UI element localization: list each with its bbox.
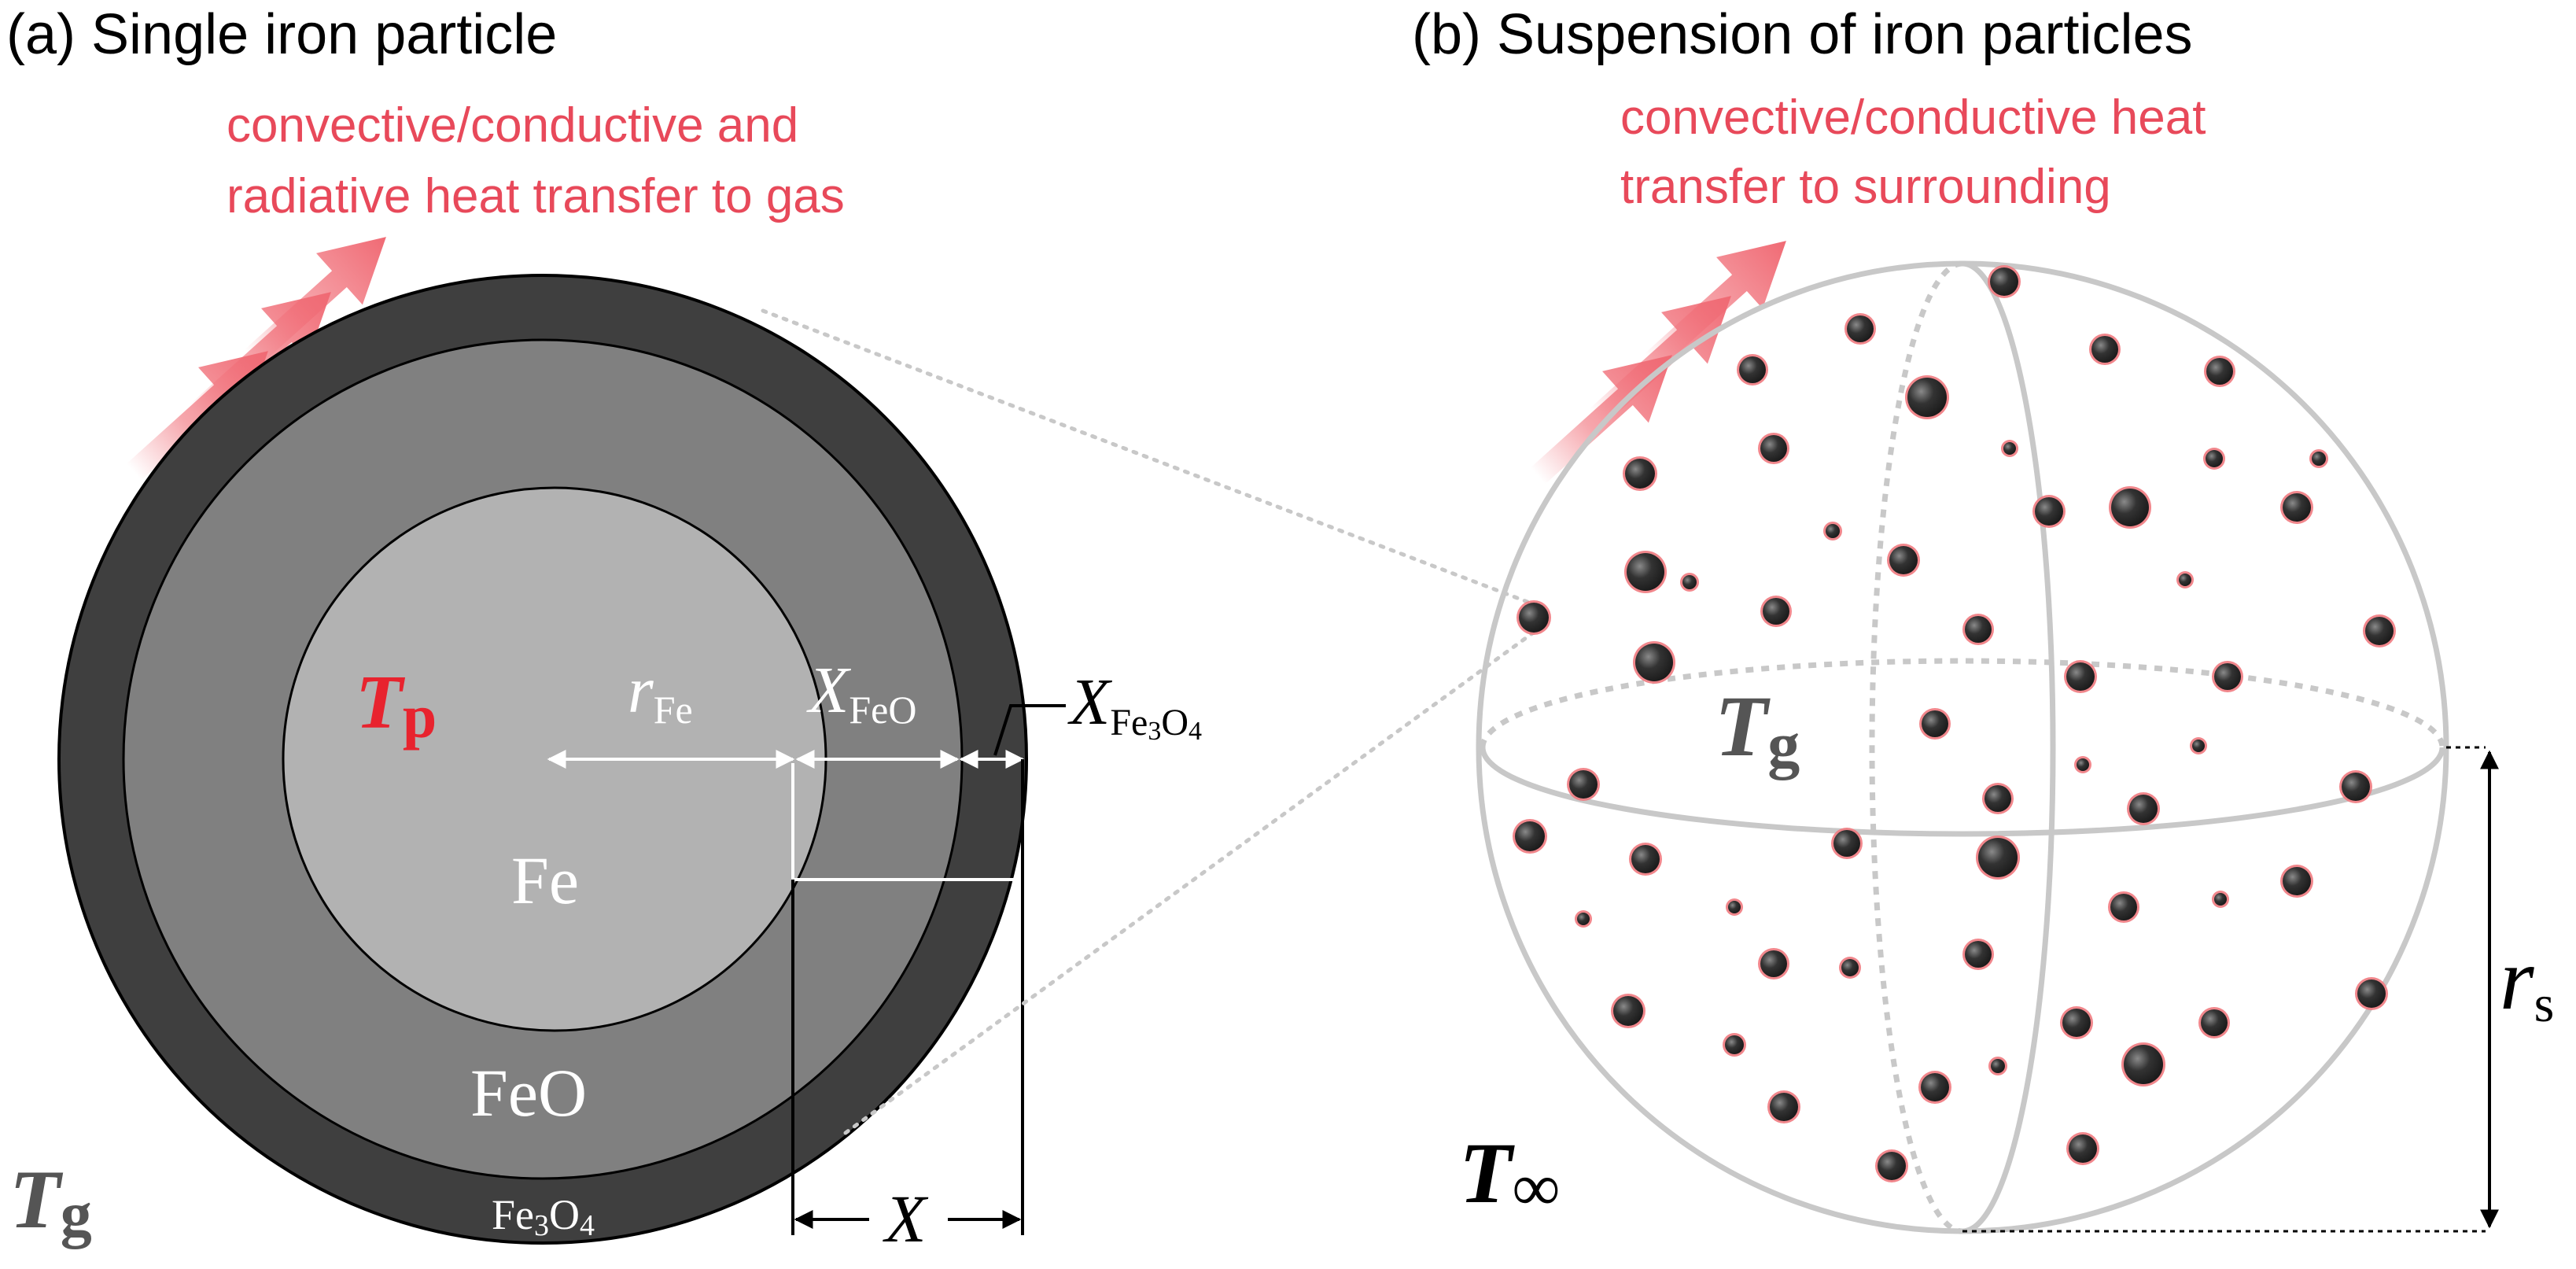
tg-label-b: Tg	[1715, 678, 1800, 780]
iron-particle-icon	[1833, 830, 1860, 857]
iron-particle-icon	[2077, 758, 2089, 771]
iron-particle-icon	[1907, 378, 1947, 417]
panel-b: (b) Suspension of iron particles convect…	[1412, 3, 2554, 1234]
x-fe3o4-leader	[993, 704, 1066, 756]
panel-b-heat-label-line2: transfer to surrounding	[1620, 160, 2111, 214]
iron-particle-icon	[1985, 785, 2011, 812]
iron-particle-icon	[2201, 1009, 2228, 1036]
iron-particle-icon	[1739, 356, 1766, 383]
iron-particle-icon	[1569, 770, 1598, 799]
iron-particle-icon	[2206, 450, 2223, 467]
feo-label: FeO	[470, 1055, 587, 1131]
particle-cloud	[1513, 265, 2396, 1182]
iron-particle-icon	[1826, 524, 1840, 538]
iron-particle-icon	[1613, 996, 1643, 1026]
iron-particle-icon	[2283, 493, 2311, 522]
iron-particle-icon	[1682, 575, 1697, 589]
iron-particle-icon	[1770, 1093, 1798, 1121]
iron-particle-icon	[2365, 617, 2394, 645]
iron-particle-icon	[1760, 950, 1787, 977]
iron-particle-icon	[2214, 663, 2241, 690]
iron-particle-icon	[1921, 1073, 1949, 1101]
fe-label: Fe	[511, 843, 579, 918]
iron-particle-icon	[1965, 941, 1992, 968]
panel-a-heat-label-line1: convective/conductive and	[227, 98, 798, 153]
iron-particle-icon	[2124, 1045, 2163, 1084]
iron-particle-icon	[1990, 267, 2018, 296]
iron-particle-icon	[2129, 795, 2158, 823]
iron-particle-icon	[2342, 773, 2370, 801]
tp-label: Tp	[356, 660, 437, 751]
t-infinity-label: T∞	[1459, 1125, 1561, 1225]
fe3o4-label: Fe3O4	[492, 1191, 595, 1242]
iron-particle-icon	[1631, 845, 1660, 873]
r-fe-label: rFe	[628, 654, 693, 732]
iron-particle-icon	[1878, 1152, 1906, 1180]
rs-label: rs	[2500, 931, 2554, 1033]
panel-b-title: (b) Suspension of iron particles	[1412, 3, 2193, 66]
iron-particle-icon	[2110, 894, 2137, 920]
x-fe3o4-label: XFe3O4	[1067, 666, 1202, 746]
iron-particle-icon	[1760, 435, 1787, 462]
panel-a-heat-label-line2: radiative heat transfer to gas	[227, 169, 845, 223]
iron-particle-icon	[1922, 710, 1948, 737]
iron-particle-icon	[2179, 574, 2191, 586]
x-label: X	[883, 1181, 929, 1256]
iron-particle-icon	[1725, 1035, 1744, 1054]
iron-particle-icon	[1728, 901, 1741, 913]
zoom-line-bottom	[843, 627, 1540, 1135]
iron-particle-icon	[2192, 740, 2205, 752]
x-feo-label: XFeO	[806, 654, 916, 732]
iron-particle-icon	[2312, 452, 2326, 466]
iron-particle-icon	[1847, 315, 1874, 342]
iron-particle-icon	[2035, 497, 2063, 526]
iron-particle-icon	[1763, 598, 1789, 625]
iron-particle-icon	[1515, 821, 1545, 851]
iron-particle-icon	[2214, 893, 2227, 906]
iron-particle-icon	[1625, 459, 1655, 489]
heat-arrow-icon	[1628, 215, 1810, 388]
iron-particle-icon	[2003, 442, 2016, 455]
panel-b-heat-label-line1: convective/conductive heat	[1620, 90, 2206, 145]
iron-particle-icon	[1991, 1059, 2005, 1073]
panel-a: (a) Single iron particle convective/cond…	[6, 3, 1202, 1256]
iron-particle-icon	[2206, 358, 2233, 385]
tg-label-a: Tg	[9, 1153, 92, 1249]
iron-particle-icon	[1635, 644, 1673, 681]
meridian-front	[1962, 260, 2056, 1234]
iron-particle-icon	[1978, 838, 2018, 877]
iron-particle-icon	[1889, 546, 1918, 574]
iron-particle-icon	[2062, 1009, 2091, 1037]
iron-particle-icon	[2066, 662, 2095, 691]
equator-front	[1480, 747, 2445, 837]
panel-a-title: (a) Single iron particle	[6, 3, 557, 66]
iron-particle-icon	[1519, 603, 1549, 633]
iron-particle-icon	[1965, 616, 1992, 643]
meridian-back	[1869, 260, 1963, 1234]
tp-subscript: p	[403, 682, 437, 751]
iron-particle-icon	[2357, 979, 2386, 1008]
equator-back	[1480, 658, 2445, 748]
iron-particle-icon	[2111, 489, 2149, 526]
iron-particle-icon	[2069, 1134, 2097, 1163]
iron-particle-icon	[2091, 336, 2118, 363]
iron-particle-icon	[1841, 959, 1859, 976]
iron-particle-icon	[1627, 553, 1664, 591]
iron-particle-icon	[1577, 913, 1590, 925]
iron-particle-icon	[2283, 867, 2311, 895]
